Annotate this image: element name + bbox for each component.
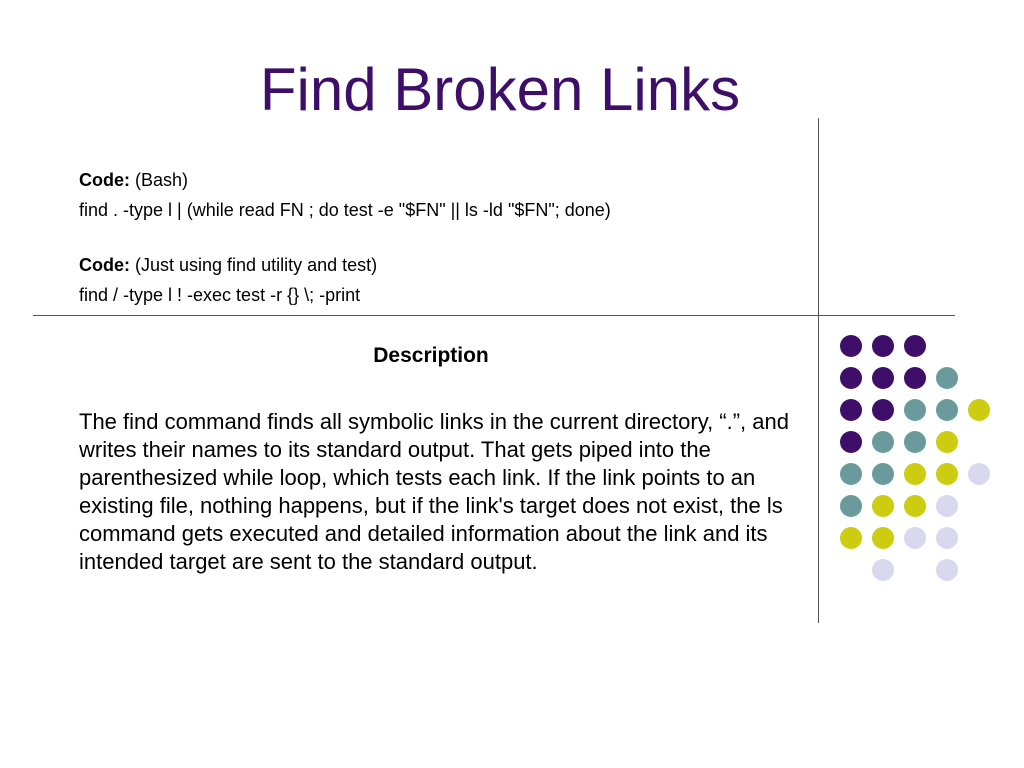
decorative-dot (840, 431, 862, 453)
decorative-dot (872, 559, 894, 581)
decorative-dot (936, 527, 958, 549)
horizontal-divider (33, 315, 955, 316)
decorative-dot (872, 367, 894, 389)
decorative-dot (840, 495, 862, 517)
decorative-dot (872, 431, 894, 453)
code-label: Code: (79, 255, 130, 275)
description-heading: Description (373, 344, 489, 367)
decorative-dot (904, 527, 926, 549)
code-heading: Code: (Just using find utility and test) (79, 250, 377, 280)
code-label: Code: (79, 170, 130, 190)
slide-title: Find Broken Links (259, 56, 741, 123)
decorative-dot (840, 335, 862, 357)
decorative-dot (904, 367, 926, 389)
decorative-dot-grid (838, 335, 1018, 585)
code-command: find / -type l ! -exec test -r {} \; -pr… (79, 285, 361, 305)
decorative-dot (840, 527, 862, 549)
decorative-dot (936, 431, 958, 453)
decorative-dot (936, 399, 958, 421)
decorative-dot (968, 399, 990, 421)
code-command: find . -type l | (while read FN ; do tes… (79, 200, 611, 220)
decorative-dot (904, 335, 926, 357)
decorative-dot (968, 463, 990, 485)
vertical-divider (818, 118, 819, 623)
code-heading: Code: (Bash) (79, 165, 611, 195)
description-body: The find command finds all symbolic link… (79, 409, 789, 574)
decorative-dot (872, 463, 894, 485)
code-note: (Just using find utility and test) (130, 255, 378, 275)
decorative-dot (840, 367, 862, 389)
decorative-dot (840, 399, 862, 421)
decorative-dot (904, 463, 926, 485)
decorative-dot (872, 335, 894, 357)
decorative-dot (904, 495, 926, 517)
decorative-dot (936, 463, 958, 485)
decorative-dot (904, 431, 926, 453)
decorative-dot (840, 463, 862, 485)
decorative-dot (936, 495, 958, 517)
decorative-dot (872, 399, 894, 421)
decorative-dot (936, 559, 958, 581)
code-note: (Bash) (130, 170, 189, 190)
decorative-dot (936, 367, 958, 389)
decorative-dot (872, 495, 894, 517)
decorative-dot (904, 399, 926, 421)
code-block-bash: Code: (Bash) find . -type l | (while rea… (79, 165, 611, 225)
code-block-find-test: Code: (Just using find utility and test)… (79, 250, 377, 310)
decorative-dot (872, 527, 894, 549)
